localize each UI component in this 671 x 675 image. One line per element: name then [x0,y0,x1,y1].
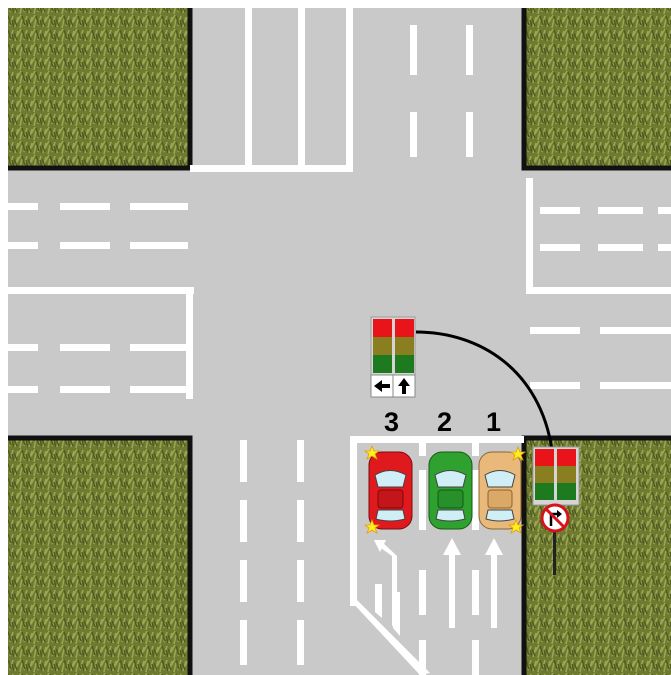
main-right-head [395,319,414,373]
main-traffic-light [371,317,415,397]
main-left-head [373,319,392,373]
lane-number-3: 3 [384,409,399,436]
no-right-turn-sign-icon [542,505,568,531]
grass-corner-top-left [8,8,190,168]
lane-number-1: 1 [486,409,501,436]
lane-number-2: 2 [437,409,452,436]
car-lane-1 [479,447,525,533]
car-lane-2 [429,452,472,529]
car-lane-3 [365,446,412,533]
grass-corner-bottom-left [8,438,190,675]
grass-corner-top-right [524,8,671,168]
